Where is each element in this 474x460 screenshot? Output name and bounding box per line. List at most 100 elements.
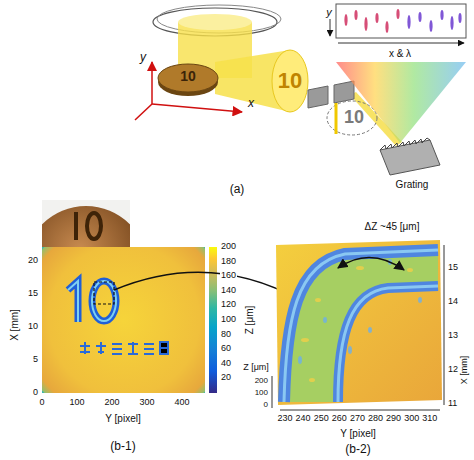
detector-frame — [396, 9, 399, 19]
tick-label: 290 — [386, 414, 401, 424]
panel-label: (b-1) — [110, 440, 135, 453]
tick-label: 15 — [28, 289, 38, 299]
height-map — [68, 281, 78, 322]
detector-frame — [364, 17, 367, 31]
axis-title: X [mm] — [460, 356, 470, 385]
surface-plot — [276, 240, 442, 405]
lens-ring — [157, 5, 281, 33]
coordinate-axes — [135, 104, 152, 120]
detector-frame — [375, 13, 378, 23]
surface-plot — [348, 346, 352, 354]
tick-label: 200 — [255, 377, 268, 386]
colorbar-tick: 160 — [220, 271, 237, 281]
colorbar-tick: 20 — [220, 373, 232, 383]
surface-plot — [284, 250, 438, 402]
surface-plot — [338, 286, 438, 402]
height-map — [80, 342, 90, 354]
axis-label: x & λ — [389, 48, 411, 59]
tick-label: 200 — [104, 398, 119, 408]
surface-plot — [418, 297, 422, 303]
colorbar-tick: 140 — [220, 286, 237, 296]
coin-photo — [42, 200, 130, 247]
detector-frame — [418, 12, 421, 22]
height-map — [80, 342, 168, 354]
tick-label: 300 — [139, 398, 154, 408]
part-name: Grating — [396, 179, 429, 190]
colorbar-tick: 180 — [220, 257, 237, 267]
coin-photo — [74, 212, 78, 240]
detector-frame — [407, 10, 461, 32]
tick-label: 300 — [404, 414, 419, 424]
coin-sample — [158, 64, 218, 92]
height-map — [42, 247, 205, 393]
axis-title: Z [μm] — [244, 306, 255, 335]
delta-arrow — [338, 257, 404, 270]
tick-label: 260 — [332, 414, 347, 424]
annotation: ΔZ ~45 [μm] — [365, 221, 420, 232]
tick-label: 310 — [422, 414, 437, 424]
height-map — [92, 281, 116, 321]
plot-axes — [272, 376, 273, 408]
surface-plot — [338, 286, 438, 402]
detector-frame — [458, 13, 461, 23]
colorbar-tick: 60 — [220, 344, 232, 354]
surface-plot — [301, 338, 309, 342]
height-map — [112, 344, 122, 354]
detector-frame — [385, 21, 388, 33]
colorbar-tick: 120 — [220, 300, 237, 310]
axis-label: x — [248, 97, 254, 110]
coordinate-axes — [151, 62, 153, 104]
detector-frame — [354, 10, 357, 20]
tick-label: 10 — [28, 322, 38, 332]
coin-photo — [87, 213, 101, 239]
image-text: 10 — [344, 108, 364, 128]
tick-label: 280 — [368, 414, 383, 424]
surface-plot — [356, 266, 364, 270]
axis-title: Y [pixel] — [105, 413, 140, 424]
light-beam — [178, 14, 252, 30]
tick-label: 230 — [277, 414, 292, 424]
height-map — [92, 281, 116, 321]
coin-sample — [158, 64, 218, 96]
surface-plot — [309, 378, 315, 382]
tick-label: 20 — [28, 256, 38, 266]
tick-label: 5 — [33, 355, 38, 365]
coin-text: 10 — [180, 69, 196, 84]
zoom-box — [94, 282, 114, 304]
surface-plot — [368, 327, 372, 333]
grating — [336, 62, 466, 143]
axis-title: X [mm] — [9, 309, 20, 341]
height-map — [42, 247, 205, 393]
image-text: 10 — [278, 69, 302, 93]
detector-frame — [440, 10, 443, 20]
tick-label: 100 — [255, 389, 268, 398]
tick-label: 240 — [296, 414, 311, 424]
height-map — [144, 344, 154, 354]
detector-frame — [429, 20, 432, 32]
colorbar — [209, 247, 217, 393]
colorbar-tick: 100 — [220, 315, 237, 325]
axis-label: y — [140, 51, 146, 64]
tick-label: 12 — [448, 365, 458, 375]
axis-title: Z [μm] — [243, 363, 269, 373]
tick-label: 250 — [314, 414, 329, 424]
panel-label: (b-2) — [345, 443, 370, 456]
surface-plot — [407, 268, 413, 272]
surface-plot — [284, 250, 438, 402]
detector-frame — [338, 43, 464, 44]
tick-label: 13 — [448, 331, 458, 341]
height-map — [96, 342, 106, 354]
axis-label: y — [326, 6, 332, 18]
detector-frame — [330, 4, 466, 43]
slit-image — [327, 101, 377, 135]
surface-plot — [323, 317, 327, 323]
height-map — [160, 342, 168, 354]
surface-plot — [315, 298, 321, 302]
panel-label: (a) — [230, 183, 245, 196]
slit-image — [335, 103, 338, 134]
tick-label: 0 — [264, 401, 268, 410]
slit-plates — [308, 81, 354, 108]
grating — [380, 138, 430, 150]
light-beam — [272, 50, 308, 112]
detector-frame — [407, 15, 410, 29]
